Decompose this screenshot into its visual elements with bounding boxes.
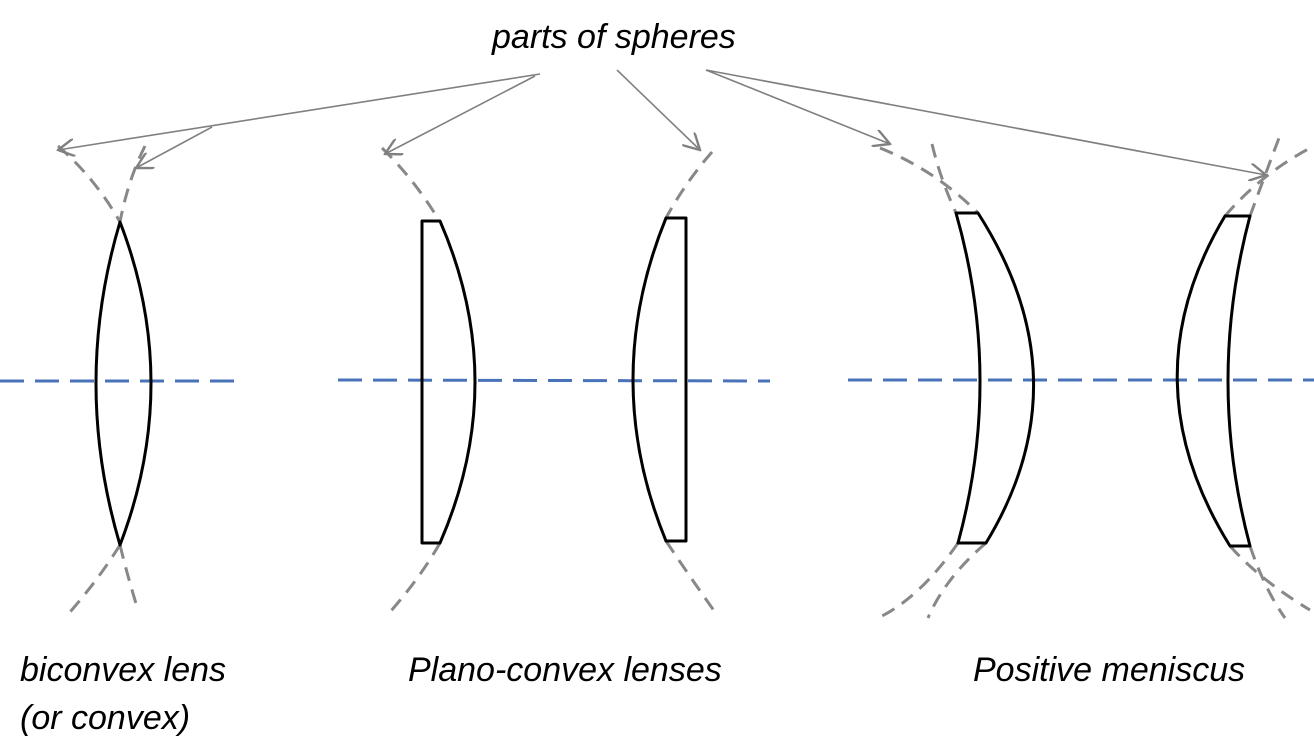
lenses [94, 211, 1252, 548]
sphere-arc-meniscus2-outer-bottom [1228, 545, 1311, 612]
arrow-to-plano-left [385, 75, 536, 154]
plano-convex-lens-left [420, 219, 477, 545]
sphere-arc-meniscus2-outer-top [1223, 146, 1311, 217]
sphere-arc-plano1-top [380, 146, 442, 223]
optical-axes [0, 378, 1314, 383]
sphere-arc-plano2-top [664, 151, 714, 219]
plano-convex-lens-right [631, 216, 688, 543]
positive-meniscus-lens-left [954, 211, 1035, 545]
sphere-arc-biconvex-right-bottom [68, 544, 122, 613]
sphere-arcs [57, 129, 1311, 620]
positive-meniscus-label: Positive meniscus [973, 651, 1246, 689]
sphere-arc-meniscus1-outer-bottom [926, 541, 987, 619]
plano-convex-lenses-label: Plano-convex lenses [408, 651, 722, 689]
arrow-to-meniscus-right [705, 69, 1266, 175]
sphere-arc-biconvex-left-top [57, 144, 122, 223]
positive-meniscus-lens-right [1175, 214, 1252, 548]
biconvex-lens-sublabel: (or convex) [20, 699, 191, 737]
arrow-to-biconvex-right [136, 126, 213, 168]
arrow-to-meniscus-left [705, 69, 890, 144]
sphere-arc-meniscus1-inner-top [930, 143, 958, 214]
arrow-to-plano-right [616, 69, 700, 150]
sphere-arc-meniscus1-outer-top [879, 146, 980, 215]
sphere-arc-biconvex-left-bottom [118, 544, 140, 611]
optical-axis-plano-convex [337, 378, 771, 383]
pointer-arrows [58, 69, 1266, 175]
sphere-arc-biconvex-right-top [118, 145, 147, 223]
parts-of-spheres-label: parts of spheres [492, 18, 736, 56]
sphere-arc-meniscus2-inner-top [1248, 129, 1284, 217]
biconvex-lens-label: biconvex lens [20, 651, 227, 689]
sphere-arc-plano2-bottom [664, 540, 717, 613]
biconvex-lens [94, 220, 153, 547]
sphere-arc-meniscus1-inner-bottom [877, 542, 960, 620]
sphere-arc-meniscus2-inner-bottom [1248, 545, 1287, 619]
sphere-arc-plano1-bottom [388, 542, 442, 613]
arrow-to-biconvex-left [58, 73, 541, 150]
